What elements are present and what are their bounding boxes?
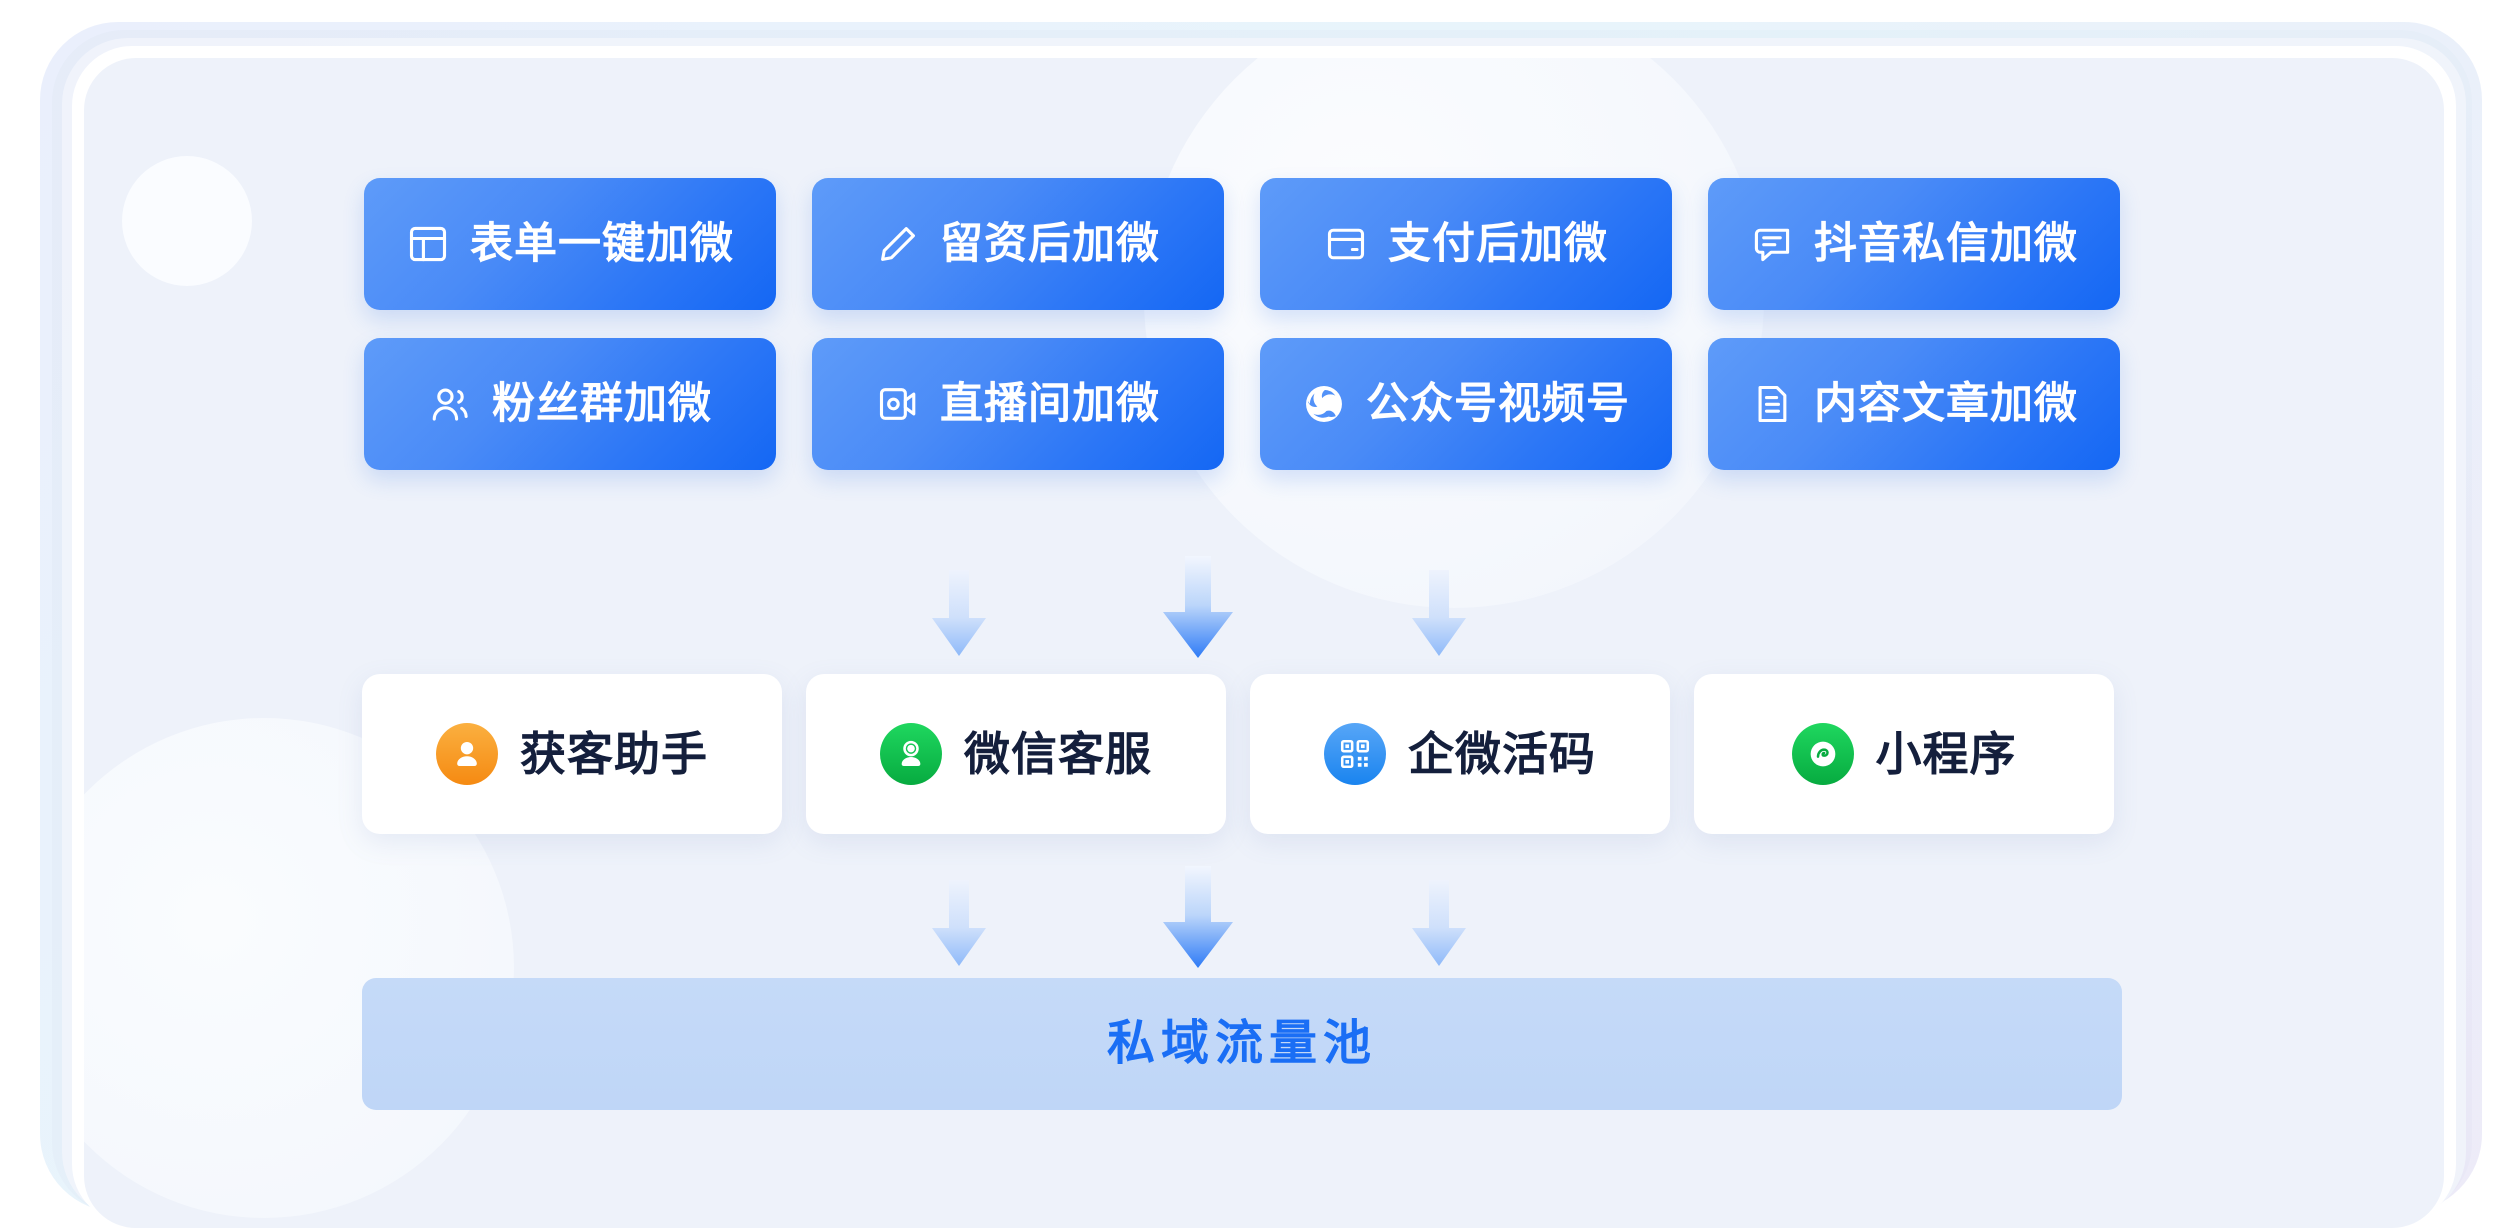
pen-edit-icon	[876, 222, 920, 266]
tool-card-acquisition-assistant[interactable]: 获客助手	[362, 674, 782, 834]
tool-card-mini-program[interactable]: 小程序	[1694, 674, 2114, 834]
source-button-label: 抖音私信加微	[1814, 219, 2078, 268]
source-button-livestream[interactable]: 直播间加微	[812, 338, 1224, 470]
screenshot-root: 表单一键加微 留资后加微 支付后	[40, 22, 2482, 1228]
source-button-label: 直播间加微	[940, 379, 1160, 428]
arrow-down-small-right	[1404, 880, 1474, 971]
arrow-down-small-right	[1404, 570, 1474, 661]
tool-card-label: 小程序	[1875, 728, 2017, 780]
person-badge-icon	[436, 723, 498, 785]
source-button-label: 支付后加微	[1388, 219, 1608, 268]
tool-card-label: 微信客服	[964, 728, 1152, 780]
arrow-row-bottom	[364, 866, 2120, 974]
arrow-row-top	[364, 556, 2120, 664]
source-button-content-article[interactable]: 内容文章加微	[1708, 338, 2120, 470]
diagram-panel: 表单一键加微 留资后加微 支付后	[84, 58, 2444, 1228]
source-button-label: 粉丝群加微	[492, 379, 712, 428]
source-button-after-lead[interactable]: 留资后加微	[812, 178, 1224, 310]
source-channel-grid: 表单一键加微 留资后加微 支付后	[364, 178, 2120, 470]
message-lines-icon	[1750, 222, 1794, 266]
tool-card-label: 获客助手	[520, 728, 708, 780]
arrow-down-small-left	[924, 880, 994, 971]
tool-card-label: 企微活码	[1408, 728, 1596, 780]
mini-program-icon	[1791, 723, 1854, 785]
arrow-down-large-center	[1154, 866, 1242, 973]
source-button-form-one-click[interactable]: 表单一键加微	[364, 178, 776, 310]
source-button-official-account-channels[interactable]: 公众号视频号	[1260, 338, 1672, 470]
layout-panel-icon	[406, 222, 450, 266]
source-button-label: 内容文章加微	[1814, 379, 2078, 428]
source-button-label: 表单一键加微	[470, 219, 734, 268]
tool-card-wechat-customer-service[interactable]: 微信客服	[806, 674, 1226, 834]
arrow-down-small-left	[924, 570, 994, 661]
private-traffic-pool-label: 私域流量池	[1106, 1017, 1377, 1070]
source-button-label: 留资后加微	[940, 219, 1160, 268]
diagram-content: 表单一键加微 留资后加微 支付后	[84, 58, 2444, 1228]
tool-card-grid: 获客助手 微信客服	[362, 674, 2122, 834]
arrow-down-large-center	[1154, 556, 1242, 663]
document-lines-icon	[1750, 382, 1794, 426]
source-button-after-payment[interactable]: 支付后加微	[1260, 178, 1672, 310]
source-button-douyin-dm[interactable]: 抖音私信加微	[1708, 178, 2120, 310]
live-camera-icon	[876, 382, 920, 426]
qr-code-icon	[1324, 723, 1386, 785]
user-group-icon	[428, 382, 472, 426]
source-button-label: 公众号视频号	[1366, 379, 1630, 428]
wechat-channels-swirl-icon	[1302, 382, 1346, 426]
private-traffic-pool-bar: 私域流量池	[362, 978, 2122, 1110]
tool-card-wecom-live-code[interactable]: 企微活码	[1250, 674, 1670, 834]
card-payment-icon	[1324, 222, 1368, 266]
source-button-fan-group[interactable]: 粉丝群加微	[364, 338, 776, 470]
headset-agent-icon	[880, 723, 942, 785]
